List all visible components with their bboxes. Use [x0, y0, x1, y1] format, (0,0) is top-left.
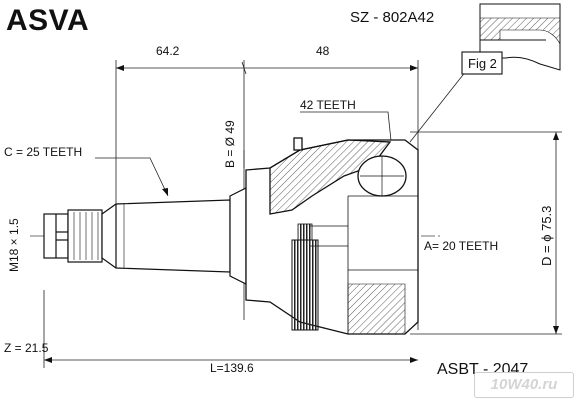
part-number: SZ - 802A42	[350, 9, 435, 26]
dim-z: Z = 21.5	[4, 341, 49, 355]
spline-shaft	[101, 187, 247, 285]
arrow-len-right	[410, 357, 418, 363]
dim-bore: B = Ø 49	[223, 120, 237, 168]
arrow-len-left	[44, 357, 52, 363]
fig2-sketch	[461, 3, 561, 75]
dim-spline-c: C = 25 TEETH	[4, 145, 83, 159]
dim-tick-mid	[241, 61, 247, 75]
arrow-top-right	[410, 65, 418, 71]
brand-logo: ASVA	[6, 4, 90, 37]
threaded-stub	[43, 209, 103, 263]
abs-ring	[291, 239, 319, 331]
watermark: 10W40.ru	[474, 372, 574, 398]
leader-42	[300, 111, 393, 151]
figure-label: Fig 2	[468, 56, 497, 71]
dim-abs-teeth: A= 20 TEETH	[424, 239, 499, 253]
abs-ring-upper	[297, 223, 313, 241]
arrow-top-left	[116, 65, 124, 71]
joint-housing	[245, 137, 419, 335]
arrow-d-top	[553, 132, 559, 140]
leader-fig	[409, 65, 471, 143]
arrow-c	[162, 188, 168, 196]
dim-outer-d: D = ϕ 75.3	[539, 205, 554, 266]
dim-top-left: 64.2	[156, 44, 180, 58]
dim-thread: M18 × 1.5	[7, 218, 21, 272]
dim-length: L=139.6	[210, 361, 254, 375]
arrow-d-bottom	[553, 326, 559, 334]
dim-top-right: 48	[316, 44, 330, 58]
dim-outer-teeth: 42 TEETH	[300, 98, 356, 112]
leader-c	[95, 157, 169, 197]
